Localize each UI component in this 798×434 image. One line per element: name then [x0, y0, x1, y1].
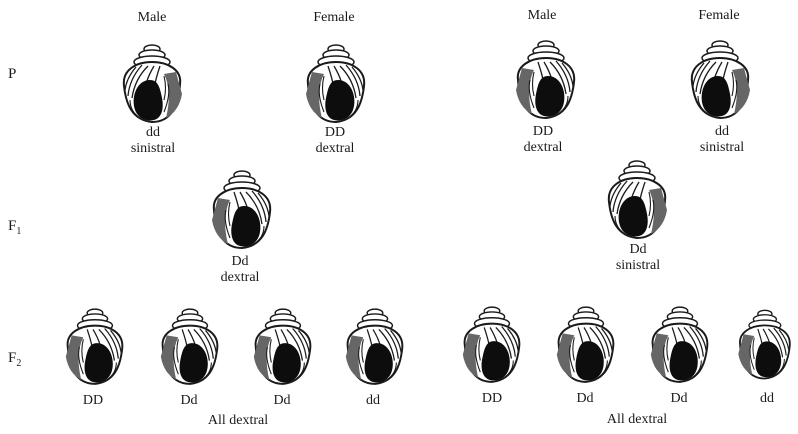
genotype: DD — [524, 124, 563, 140]
genotype: Dd — [616, 242, 660, 258]
snail-icon-dextral — [457, 302, 525, 386]
snail-icon-sinistral — [603, 156, 673, 242]
cross2-f2-genotype: dd — [760, 391, 774, 406]
snail-icon-dextral — [510, 36, 580, 122]
genotype: dd — [700, 124, 744, 140]
generation-label-f2: F2 — [8, 350, 21, 369]
snail-icon-dextral — [645, 302, 713, 386]
snail-icon-dextral — [340, 304, 408, 388]
snail-icon-dextral — [733, 302, 795, 386]
cross2-f2-genotype: DD — [482, 391, 502, 406]
cross1-p-male-label: dd sinistral — [131, 125, 175, 157]
gen-f2-subscript: 2 — [16, 358, 21, 369]
phenotype: dextral — [221, 270, 260, 286]
cross1-male-header: Male — [138, 10, 167, 25]
phenotype: dextral — [524, 140, 563, 156]
cross2-p-male-label: DD dextral — [524, 124, 563, 156]
cross1-female-header: Female — [313, 10, 354, 25]
cross1-f1-label: Dd dextral — [221, 254, 260, 286]
phenotype: sinistral — [700, 140, 744, 156]
cross2-f2-summary: All dextral — [607, 412, 667, 427]
snail-icon-dextral — [551, 302, 619, 386]
genotype: DD — [316, 125, 355, 141]
genotype: Dd — [221, 254, 260, 270]
cross1-f2-genotype: Dd — [180, 393, 197, 408]
snail-icon-dextral — [155, 304, 223, 388]
snail-icon-sinistral — [118, 40, 188, 126]
snail-icon-dextral — [300, 40, 370, 126]
cross1-f2-genotype: Dd — [273, 393, 290, 408]
genotype: dd — [131, 125, 175, 141]
cross1-p-female-label: DD dextral — [316, 125, 355, 157]
cross1-f2-genotype: DD — [83, 393, 103, 408]
phenotype: dextral — [316, 141, 355, 157]
cross2-p-female-label: dd sinistral — [700, 124, 744, 156]
cross1-f2-summary: All dextral — [208, 413, 268, 428]
phenotype: sinistral — [131, 141, 175, 157]
cross1-f2-genotype: dd — [366, 393, 380, 408]
cross2-f1-label: Dd sinistral — [616, 242, 660, 274]
gen-f1-subscript: 1 — [16, 226, 21, 237]
phenotype: sinistral — [616, 258, 660, 274]
cross2-female-header: Female — [698, 8, 739, 23]
snail-icon-dextral — [248, 304, 316, 388]
snail-icon-sinistral — [686, 36, 756, 122]
cross2-f2-genotype: Dd — [670, 391, 687, 406]
generation-label-p: P — [8, 66, 16, 83]
snail-icon-dextral — [60, 304, 128, 388]
cross2-f2-genotype: Dd — [576, 391, 593, 406]
cross2-male-header: Male — [528, 8, 557, 23]
snail-icon-dextral — [206, 166, 276, 252]
generation-label-f1: F1 — [8, 218, 21, 237]
